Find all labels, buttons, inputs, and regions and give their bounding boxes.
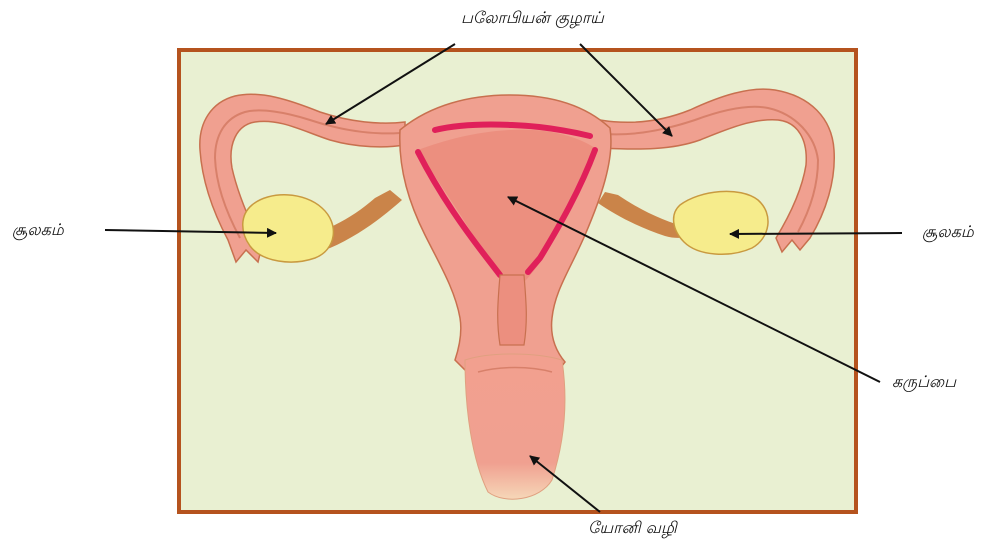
label-fallopian-tube: பலோபியன் குழாய்	[461, 8, 604, 28]
label-uterus: கருப்பை	[892, 372, 956, 392]
label-ovary-left: சூலகம்	[12, 220, 64, 240]
cervix	[498, 275, 527, 345]
right-ovary	[674, 191, 768, 254]
label-ovary-right: சூலகம்	[922, 222, 974, 242]
arrow-ovary-right	[730, 233, 902, 234]
label-vagina: யோனி வழி	[588, 518, 677, 538]
